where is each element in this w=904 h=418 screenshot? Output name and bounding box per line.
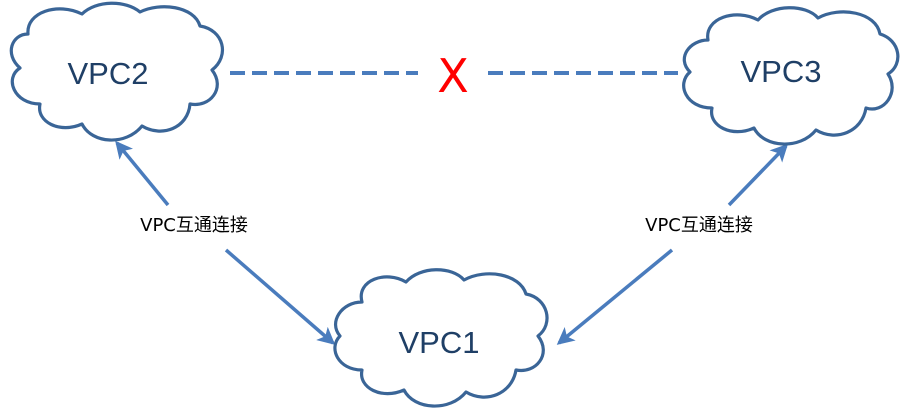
vpc1-cloud: VPC1: [333, 268, 549, 408]
arrow-vpc2-vpc1-lower: [224, 248, 336, 345]
vpc2-cloud: VPC2: [9, 1, 224, 142]
vpc3-label: VPC3: [741, 54, 822, 89]
arrow-vpc3-vpc1-lower: [556, 248, 674, 345]
blocked-x-mark: X: [437, 49, 469, 103]
connection-label-vpc1-vpc3: VPC互通连接: [645, 215, 753, 236]
arrow-vpc3-vpc1-upper: [727, 143, 789, 207]
vpc1-label: VPC1: [399, 325, 480, 360]
vpc3-cloud: VPC3: [682, 6, 900, 146]
arrow-vpc2-vpc1-upper: [115, 140, 170, 207]
cloud-icon: [682, 6, 900, 146]
connection-label-vpc1-vpc2: VPC互通连接: [140, 215, 248, 236]
cloud-icon: [333, 268, 549, 408]
vpc2-label: VPC2: [68, 56, 149, 91]
cloud-icon: [9, 1, 224, 142]
